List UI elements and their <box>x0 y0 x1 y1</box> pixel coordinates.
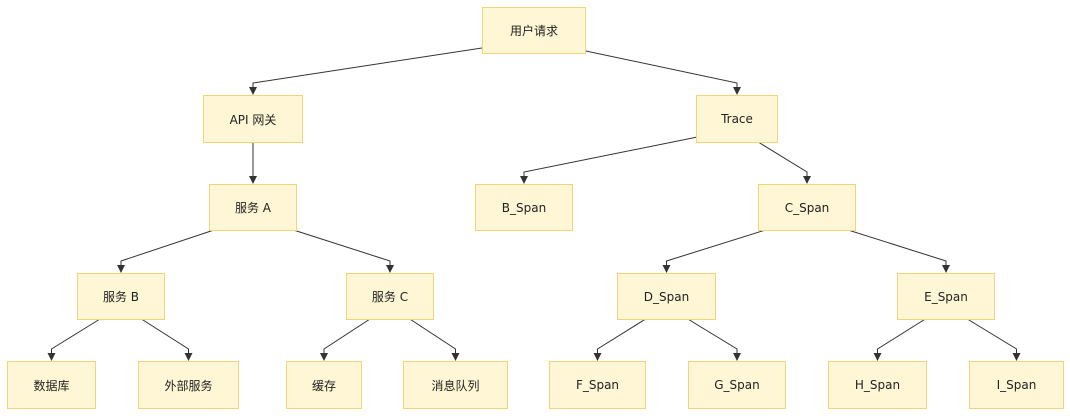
arrowhead-external_service <box>184 353 193 361</box>
node-cache: 缓存 <box>286 361 362 409</box>
node-b-span: B_Span <box>475 184 573 231</box>
arrowhead-i_span <box>1012 353 1021 361</box>
arrowhead-service_b <box>117 265 125 273</box>
arrowhead-f_span <box>593 353 602 361</box>
node-trace: Trace <box>696 95 778 143</box>
arrowhead-service_c <box>386 265 394 273</box>
arrowhead-cache <box>320 353 328 361</box>
node-f-span: F_Span <box>549 361 646 409</box>
node-service-c: 服务 C <box>346 273 434 320</box>
arrowhead-h_span <box>873 353 882 361</box>
node-h-span: H_Span <box>828 361 927 409</box>
node-d-span: D_Span <box>617 273 716 320</box>
arrowhead-trace <box>733 87 741 95</box>
node-api-gateway: API 网关 <box>203 95 303 143</box>
arrowhead-service_a <box>249 176 257 184</box>
arrowhead-d_span <box>662 265 671 273</box>
node-user-request: 用户请求 <box>482 7 586 54</box>
arrowhead-b_span <box>520 176 528 184</box>
arrowhead-database <box>47 353 56 361</box>
node-service-b: 服务 B <box>77 273 165 320</box>
arrowhead-api_gateway <box>249 87 257 95</box>
node-i-span: I_Span <box>969 361 1064 409</box>
node-g-span: G_Span <box>688 361 786 409</box>
node-external-service: 外部服务 <box>138 361 239 409</box>
node-message-queue: 消息队列 <box>403 361 508 409</box>
node-e-span: E_Span <box>897 273 995 320</box>
arrowhead-c_span <box>803 176 811 184</box>
node-database: 数据库 <box>7 361 96 409</box>
arrowhead-message_queue <box>451 353 460 361</box>
node-c-span: C_Span <box>758 184 856 231</box>
arrowhead-g_span <box>733 353 741 361</box>
arrowhead-e_span <box>942 265 950 273</box>
node-service-a: 服务 A <box>209 184 297 231</box>
